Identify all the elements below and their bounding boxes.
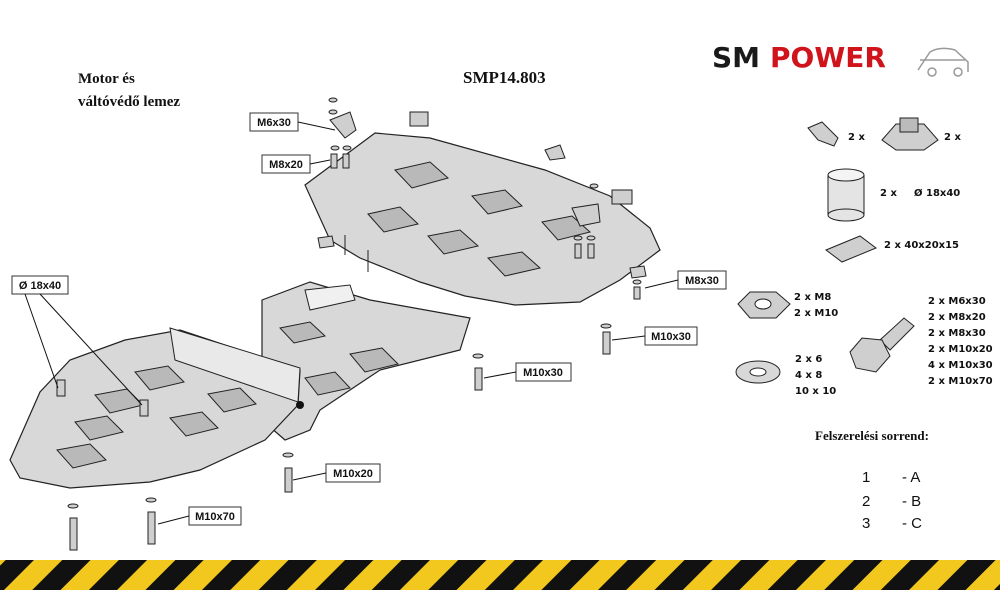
legend-washer-0: 2 x 6 [795,354,822,365]
callout-m6x30-label: M6x30 [257,117,291,129]
legend-nut-1: 2 x M10 [794,308,838,319]
legend-bolt-4: 4 x M10x30 [928,360,993,371]
product-code: SMP14.803 [463,68,546,87]
callout-m8x30-label: M8x30 [685,275,719,287]
hex-nut-icon [737,291,791,319]
sequence-row-3-letter: - C [902,515,922,532]
middle-skid-plate [261,281,471,441]
sequence-row-2-num: 2 [862,493,870,510]
title-line-2: váltóvédő lemez [78,94,180,110]
bracket-icon [807,121,839,147]
legend-bolt-5: 2 x M10x70 [928,376,993,387]
brand-logo: SM POWER [712,41,969,77]
callout-spacer-label: Ø 18x40 [19,280,61,292]
front-skid-plate [9,327,304,489]
title-line-1: Motor és [78,71,135,87]
legend-spacer-size: Ø 18x40 [914,187,960,199]
legend-bolt-3: 2 x M10x20 [928,344,993,355]
upper-skid-plate [304,132,661,306]
callout-m10x30-upper: M10x30 [611,326,698,346]
legend-bolt-1: 2 x M8x20 [928,312,986,323]
sequence-row-3-num: 3 [862,515,870,532]
legend-bracket-qty: 2 x [848,132,865,143]
legend-cage-nut-qty: 2 x [944,132,961,143]
legend-washer-2: 10 x 10 [795,386,836,397]
callout-m8x30: M8x30 [644,270,727,290]
callout-m8x20-label: M8x20 [269,159,303,171]
legend-bolt-0: 2 x M6x30 [928,296,986,307]
callout-m10x30-lower-label: M10x30 [523,367,563,379]
callout-m6x30: M6x30 [249,112,336,132]
hazard-stripe [0,560,1000,590]
installation-sequence: Felszerelési sorrend: 1 - A 2 - B 3 - C [815,428,929,532]
washer-icon [735,360,781,384]
callout-m8x20: M8x20 [261,154,331,174]
legend-washer-1: 4 x 8 [795,370,822,381]
legend-spacer-qty: 2 x [880,188,897,199]
car-outline-icon [917,47,969,77]
sequence-heading: Felszerelési sorrend: [815,428,929,443]
logo-text-sm: SM [712,41,760,74]
legend-nut-0: 2 x M8 [794,292,831,303]
cage-nut-icon [881,117,939,151]
callout-m10x20-label: M10x20 [333,468,373,480]
sequence-row-2-letter: - B [902,493,921,510]
sequence-row-1-letter: - A [902,469,920,486]
block-icon [824,235,878,263]
legend-block: 2 x 40x20x15 [884,240,959,251]
spacer-tube-icon [827,168,865,222]
legend-bolt-2: 2 x M8x30 [928,328,986,339]
logo-text-power: POWER [770,41,886,74]
callout-m10x30-upper-label: M10x30 [651,331,691,343]
callout-spacer: Ø 18x40 [11,275,143,406]
sequence-row-1-num: 1 [862,469,870,486]
parts-legend: 2 x 2 x 2 x Ø 18x40 2 x 40x20x15 2 x M8 … [735,117,993,397]
callout-m10x70-label: M10x70 [195,511,235,523]
callout-m10x30-lower: M10x30 [483,362,572,382]
diagram-hardware [56,97,647,551]
hex-bolt-icon [849,317,915,373]
callout-m10x20: M10x20 [292,463,381,483]
callout-m10x70: M10x70 [157,506,242,526]
